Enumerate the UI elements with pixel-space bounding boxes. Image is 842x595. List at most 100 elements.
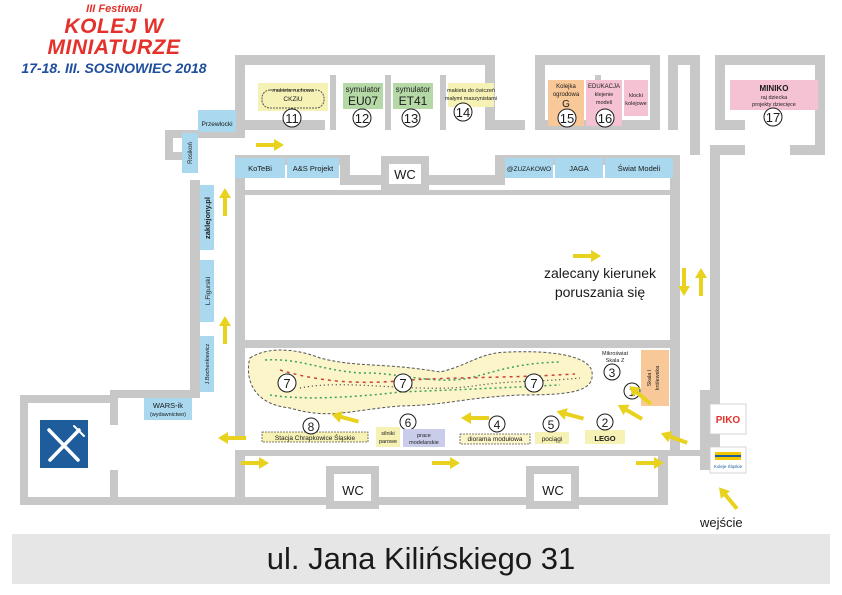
stand-13-line2: ET41 (399, 94, 428, 108)
stand-15-number: 15 (560, 111, 574, 126)
stand-12-line2: EU07 (348, 94, 378, 108)
piko-logo: PIKO (716, 415, 741, 426)
stand-przewlocki[interactable]: Przewłocki (201, 121, 232, 128)
building-walls (20, 55, 825, 509)
stand-klocki-label: klocki (629, 93, 643, 99)
stand-5[interactable]: pociągi 5 (535, 415, 569, 444)
stand-6-label-a: silniki (381, 431, 394, 437)
koleje-slaskie-logo: Koleje Śląskie (714, 462, 743, 469)
stand-jaga[interactable]: JAGA (569, 164, 589, 173)
stand-3-number: 3 (609, 366, 616, 380)
stand-17-line1: MINIKO (760, 84, 789, 93)
stand-13-number: 13 (404, 111, 418, 126)
stand-1-label-b: królewska (655, 365, 661, 390)
corridor-stands: KoTeBi A&S Projekt @ZUZAKOWO JAGA Świat … (235, 158, 673, 178)
stand-4-label: diorama modułowa (468, 436, 523, 443)
stand-8-number: 8 (308, 420, 315, 434)
stand-14-line1: makieta do ćwiczeń (447, 88, 495, 94)
stand-14[interactable]: makieta do ćwiczeń małymi maszynistami 1… (445, 83, 497, 122)
stand-16-line2: klejenie (595, 92, 614, 98)
stand-6[interactable]: silniki parowe 6 (376, 413, 417, 447)
stand-3-label-b: Skala Z (606, 358, 625, 364)
prace-label-b: modelarskie (409, 440, 439, 446)
stand-8[interactable]: Stacja Chrapkowice Śląskie 8 (261, 417, 369, 443)
stand-5-label: pociągi (542, 436, 563, 443)
stand-13-line1: symulator (396, 85, 431, 94)
direction-note-line2: poruszania się (554, 284, 646, 300)
stand-17-line3: projekty dziecięce (752, 102, 796, 108)
stand-15[interactable]: Kolejka ogrodowa G 15 (548, 80, 584, 128)
wars-ik-name: WARS-ik (153, 401, 183, 410)
stand-16[interactable]: EDUKACJA klejenie modeli 16 (586, 80, 622, 128)
stand-4-number: 4 (494, 418, 501, 432)
fork-knife-icon (47, 425, 85, 462)
stand-1[interactable]: Skala I królewska 1 (623, 350, 669, 406)
stand-klocki-kolejowe[interactable]: klocki kolejowe (624, 80, 648, 116)
festival-dates-city: 17-18. III. SOSNOWIEC 2018 (21, 60, 207, 76)
festival-title: KOLEJ W MINIATURZE (47, 15, 181, 59)
stand-12-line1: symulator (346, 85, 381, 94)
marker-7c: 7 (530, 376, 537, 391)
stand-4[interactable]: diorama modułowa 4 (459, 415, 531, 445)
wc-top: WC (394, 167, 416, 182)
stand-15-line2: ogrodowa (553, 92, 580, 98)
festival-header: III Festiwal KOLEJ W MINIATURZE 17-18. I… (4, 3, 224, 76)
stand-12[interactable]: symulator EU07 12 (343, 83, 383, 128)
entrance-arrow-icon (714, 483, 742, 513)
stand-wars-ik[interactable]: WARS-ik (wydawnictwo) (144, 398, 192, 420)
stand-16-line1: EDUKACJA (588, 84, 620, 90)
sponsor-koleje-slaskie: Koleje Śląskie (709, 446, 747, 474)
wc-bottom-right: WC (542, 483, 564, 498)
restaurant[interactable] (40, 420, 88, 468)
stand-3-label-a: Mikroświat (602, 351, 628, 357)
stand-1-label-a: Skala I (647, 369, 653, 386)
stand-swiat-modeli[interactable]: Świat Modeli (618, 164, 661, 173)
entrance-label: wejście (700, 515, 743, 530)
stand-17-line2: raj dziecka (761, 95, 788, 101)
stand-kotebi[interactable]: KoTeBi (248, 164, 272, 173)
stand-12-number: 12 (355, 111, 369, 126)
left-stands: Przewłocki Rosikoń zaklejony.pl L.Figurs… (182, 110, 236, 392)
prace-label-a: prace (417, 433, 431, 439)
stand-11-number: 11 (285, 111, 299, 126)
stand-6-number: 6 (405, 416, 412, 430)
stand-5-number: 5 (548, 418, 555, 432)
stand-prace-modelarskie[interactable]: prace modelarskie (403, 429, 445, 447)
stand-17[interactable]: MINIKO raj dziecka projekty dziecięce 17 (730, 80, 818, 127)
stand-14-line2: małymi maszynistami (445, 96, 497, 102)
stand-as-projekt[interactable]: A&S Projekt (293, 164, 334, 173)
stand-11[interactable]: makieta ruchowa CKZiU 11 (258, 83, 328, 128)
stand-11-line1: makieta ruchowa (272, 88, 315, 94)
stand-14-number: 14 (456, 105, 470, 120)
stand-rosikon[interactable]: Rosikoń (188, 142, 194, 164)
stand-15-line1: Kolejka (556, 84, 576, 90)
marker-7a: 7 (283, 376, 290, 391)
stand-6-label-b: parowe (379, 439, 397, 445)
stand-15-line3: G (562, 99, 570, 110)
stand-8-label: Stacja Chrapkowice Śląskie (275, 433, 356, 442)
stand-klocki-label-2: kolejowe (625, 101, 646, 107)
stand-zaklejony[interactable]: zaklejony.pl (203, 197, 212, 239)
wc-bottom-left: WC (342, 483, 364, 498)
stand-bochenkiewicz[interactable]: J.Bochenkiewicz (205, 343, 211, 384)
stand-13[interactable]: symulator ET41 13 (393, 83, 433, 128)
stand-2-number: 2 (602, 416, 609, 430)
direction-note-line1: zalecany kierunek (543, 265, 657, 281)
stand-2-label: LEGO (594, 434, 615, 443)
stand-zuzakowo[interactable]: @ZUZAKOWO (507, 166, 551, 173)
stand-figurski[interactable]: L.Figurski (205, 277, 212, 305)
stand-16-number: 16 (598, 111, 612, 126)
direction-note: zalecany kierunek poruszania się (520, 264, 680, 302)
stand-3[interactable]: Mikroświat Skala Z 3 (602, 351, 628, 381)
stand-2[interactable]: LEGO 2 (585, 413, 625, 444)
stand-16-line3: modeli (596, 100, 612, 106)
layout-markers: 7 7 7 (277, 373, 544, 393)
wars-ik-sub: (wydawnictwo) (150, 412, 186, 418)
address-bar: ul. Jana Kilińskiego 31 (12, 534, 830, 584)
stand-11-line2: CKZiU (283, 96, 302, 103)
festival-edition: III Festiwal (86, 3, 142, 15)
stand-17-number: 17 (766, 110, 780, 125)
sponsor-piko: PIKO (709, 403, 747, 435)
marker-7b: 7 (399, 376, 406, 391)
